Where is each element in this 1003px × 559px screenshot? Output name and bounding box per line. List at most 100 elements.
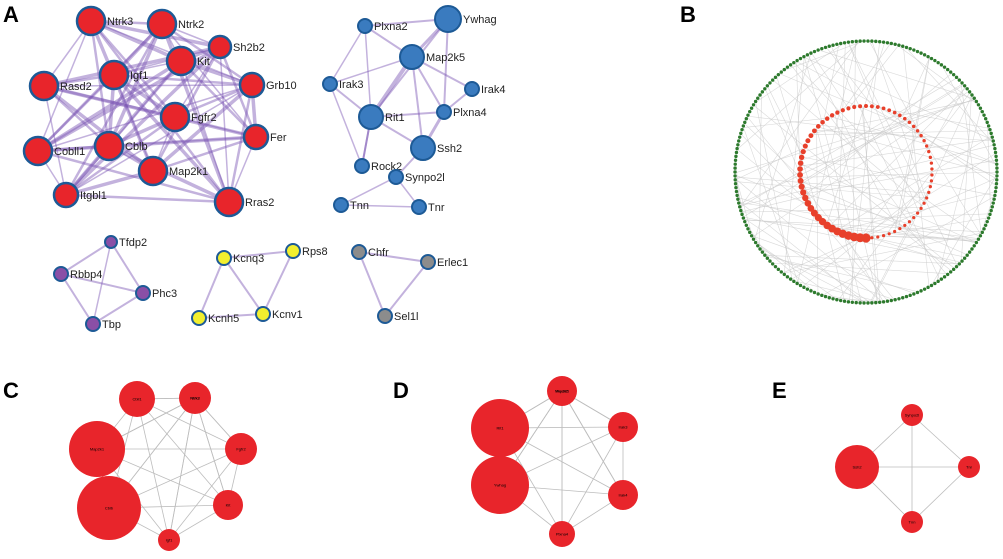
node-kcnv1[interactable]	[255, 306, 271, 322]
outer-node[interactable]	[912, 292, 916, 296]
outer-node[interactable]	[995, 162, 999, 166]
outer-node[interactable]	[893, 42, 897, 46]
outer-node[interactable]	[983, 117, 988, 121]
outer-node[interactable]	[912, 48, 916, 52]
node-tnr[interactable]	[958, 456, 980, 478]
outer-node[interactable]	[970, 247, 974, 251]
node-plxna2[interactable]	[357, 18, 373, 34]
outer-node[interactable]	[748, 230, 752, 235]
inner-node[interactable]	[805, 138, 811, 144]
outer-node[interactable]	[773, 75, 778, 80]
inner-node[interactable]	[903, 116, 907, 121]
outer-node[interactable]	[974, 99, 979, 104]
outer-node[interactable]	[949, 270, 953, 274]
inner-node[interactable]	[802, 143, 808, 149]
inner-node[interactable]	[912, 216, 916, 220]
outer-node[interactable]	[734, 150, 739, 155]
outer-node[interactable]	[992, 143, 996, 147]
outer-node[interactable]	[978, 234, 983, 238]
node-sel1l[interactable]	[377, 308, 393, 324]
outer-node[interactable]	[985, 120, 989, 125]
outer-node[interactable]	[734, 185, 738, 190]
outer-node[interactable]	[933, 281, 937, 286]
inner-node[interactable]	[893, 229, 897, 234]
inner-node[interactable]	[930, 167, 934, 171]
outer-node[interactable]	[982, 113, 986, 117]
node-irak3[interactable]	[608, 412, 638, 442]
inner-node[interactable]	[804, 199, 812, 207]
inner-node[interactable]	[829, 113, 835, 118]
outer-node[interactable]	[978, 106, 983, 110]
outer-node[interactable]	[919, 289, 923, 293]
outer-node[interactable]	[960, 81, 964, 85]
outer-node[interactable]	[776, 267, 781, 272]
outer-node[interactable]	[989, 131, 993, 136]
outer-node[interactable]	[915, 49, 920, 54]
inner-node[interactable]	[927, 190, 931, 195]
outer-node[interactable]	[904, 45, 909, 50]
outer-node[interactable]	[802, 285, 806, 290]
outer-node[interactable]	[735, 146, 739, 151]
inner-node[interactable]	[870, 236, 874, 240]
outer-node[interactable]	[893, 298, 897, 302]
node-irak4[interactable]	[464, 81, 480, 97]
node-synpo2l[interactable]	[388, 169, 404, 185]
outer-node[interactable]	[897, 43, 901, 47]
node-tnn[interactable]	[901, 511, 923, 533]
inner-node[interactable]	[835, 110, 840, 115]
outer-node[interactable]	[756, 244, 760, 248]
node-sh2b2[interactable]	[207, 34, 233, 60]
inner-node[interactable]	[810, 209, 818, 217]
outer-node[interactable]	[842, 41, 847, 45]
outer-node[interactable]	[827, 296, 831, 300]
outer-node[interactable]	[741, 216, 746, 220]
outer-node[interactable]	[936, 279, 940, 284]
outer-node[interactable]	[779, 270, 783, 274]
outer-node[interactable]	[749, 234, 754, 238]
outer-node[interactable]	[753, 240, 758, 245]
outer-node[interactable]	[929, 56, 934, 61]
node-ntrk2[interactable]	[146, 8, 178, 40]
outer-node[interactable]	[962, 84, 967, 88]
outer-node[interactable]	[736, 197, 740, 201]
outer-node[interactable]	[798, 56, 803, 61]
outer-node[interactable]	[970, 93, 974, 97]
outer-node[interactable]	[741, 124, 746, 128]
outer-node[interactable]	[779, 70, 783, 74]
outer-node[interactable]	[991, 139, 995, 143]
outer-node[interactable]	[926, 285, 930, 290]
outer-node[interactable]	[809, 289, 813, 293]
outer-node[interactable]	[885, 41, 890, 45]
node-rock2[interactable]	[354, 158, 370, 174]
node-ywhag[interactable]	[471, 456, 529, 514]
node-ntrk3[interactable]	[75, 5, 107, 37]
outer-node[interactable]	[785, 65, 790, 69]
node-phc3[interactable]	[135, 285, 151, 301]
inner-node[interactable]	[911, 124, 916, 129]
outer-node[interactable]	[945, 67, 950, 72]
outer-node[interactable]	[842, 299, 847, 303]
outer-node[interactable]	[990, 205, 994, 209]
outer-node[interactable]	[986, 216, 991, 220]
outer-node[interactable]	[965, 87, 969, 91]
outer-node[interactable]	[773, 264, 778, 269]
outer-node[interactable]	[738, 135, 742, 139]
outer-node[interactable]	[736, 143, 740, 147]
outer-node[interactable]	[746, 227, 750, 231]
outer-node[interactable]	[838, 41, 843, 46]
outer-node[interactable]	[733, 174, 737, 178]
outer-node[interactable]	[734, 154, 738, 159]
outer-node[interactable]	[758, 247, 762, 251]
outer-node[interactable]	[929, 283, 934, 288]
node-irak3[interactable]	[322, 76, 338, 92]
outer-node[interactable]	[885, 299, 890, 303]
inner-node[interactable]	[807, 204, 815, 212]
inner-node[interactable]	[922, 201, 926, 205]
node-kit[interactable]	[213, 490, 243, 520]
outer-node[interactable]	[990, 135, 994, 139]
inner-node[interactable]	[869, 104, 874, 109]
node-ssh2[interactable]	[835, 445, 879, 489]
outer-node[interactable]	[901, 44, 905, 48]
inner-node[interactable]	[876, 235, 880, 239]
outer-node[interactable]	[758, 93, 762, 97]
